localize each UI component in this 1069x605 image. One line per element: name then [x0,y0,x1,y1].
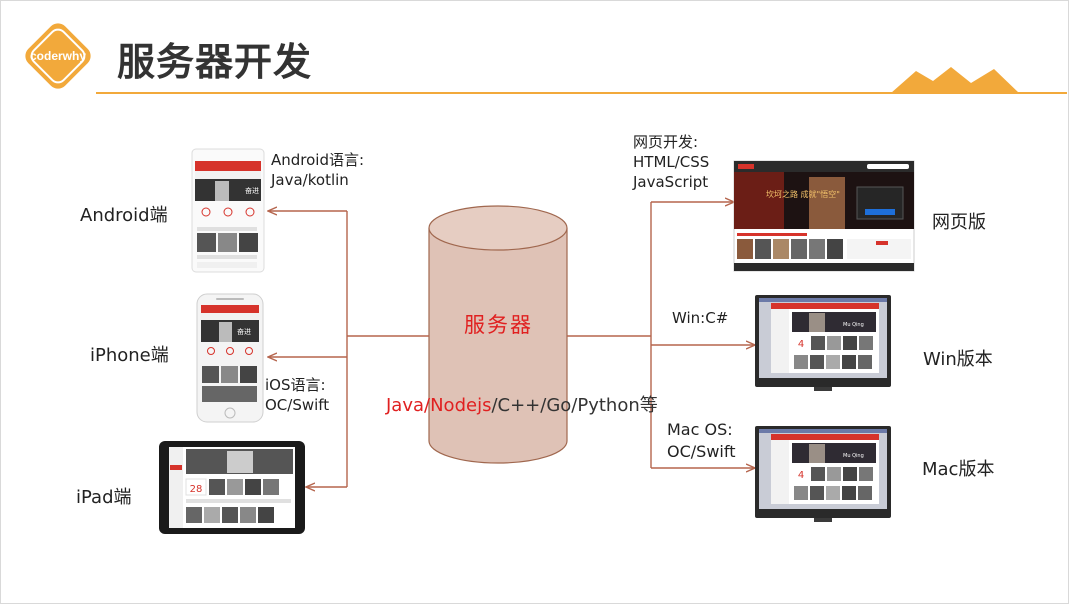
mac-screenshot: Mu Qing 4 [755,426,891,522]
android-screenshot: 奋进 [191,148,265,273]
android-language-note: Android语言: Java/kotlin [271,150,364,190]
iphone-screenshot: 奋进 [196,293,264,423]
web-label: 网页版 [932,212,986,233]
server-languages: Java/Nodejs/C++/Go/Python等 [386,391,658,417]
win-label: Win版本 [923,349,993,370]
right-connectors [567,202,754,468]
web-banner-text: 坎坷之路 成就"悟空" [766,189,840,199]
android-note-line2: Java/kotlin [271,171,349,189]
android-note-line1: Android语言: [271,151,365,169]
mac-banner-text: Mu Qing [843,453,864,459]
mac-note-line2: OC/Swift [667,442,736,461]
win-banner-text: Mu Qing [843,322,864,328]
mac-date: 4 [798,470,804,481]
ios-note-line1: iOS语言: [265,376,326,394]
ios-language-note: iOS语言: OC/Swift [265,375,329,415]
slide-title: 服务器开发 [117,40,313,84]
logo-text: coderwhy [30,49,86,63]
web-language-note: 网页开发: HTML/CSS JavaScript [633,132,709,192]
win-screenshot: Mu Qing 4 [755,295,891,391]
ipad-date: 28 [190,484,203,495]
web-screenshot: 坎坷之路 成就"悟空" [733,160,915,272]
mac-label: Mac版本 [922,459,995,480]
mac-note-line1: Mac OS: [667,420,733,439]
app-banner-text: 奋进 [245,186,259,195]
web-note-line3: JavaScript [633,173,709,191]
iphone-banner-text: 奋进 [237,327,251,336]
header-mountains [891,67,1019,93]
server-cylinder [428,205,568,464]
web-note-line1: 网页开发: [633,133,699,151]
ipad-label: iPad端 [76,487,132,508]
win-language-note: Win:C# [672,308,728,328]
ios-note-line2: OC/Swift [265,396,330,414]
coderwhy-logo: coderwhy [25,23,91,89]
iphone-label: iPhone端 [90,345,169,366]
ipad-screenshot: 28 [159,441,305,534]
web-note-line2: HTML/CSS [633,153,710,171]
win-note-line1: Win:C# [672,309,729,327]
left-connectors [269,211,429,487]
win-date: 4 [798,339,804,350]
server-languages-rest: /C++/Go/Python等 [491,395,658,416]
android-label: Android端 [80,205,168,226]
mac-language-note: Mac OS: OC/Swift [667,419,735,463]
server-languages-primary: Java/Nodejs [386,395,492,416]
server-label: 服务器 [464,313,533,337]
